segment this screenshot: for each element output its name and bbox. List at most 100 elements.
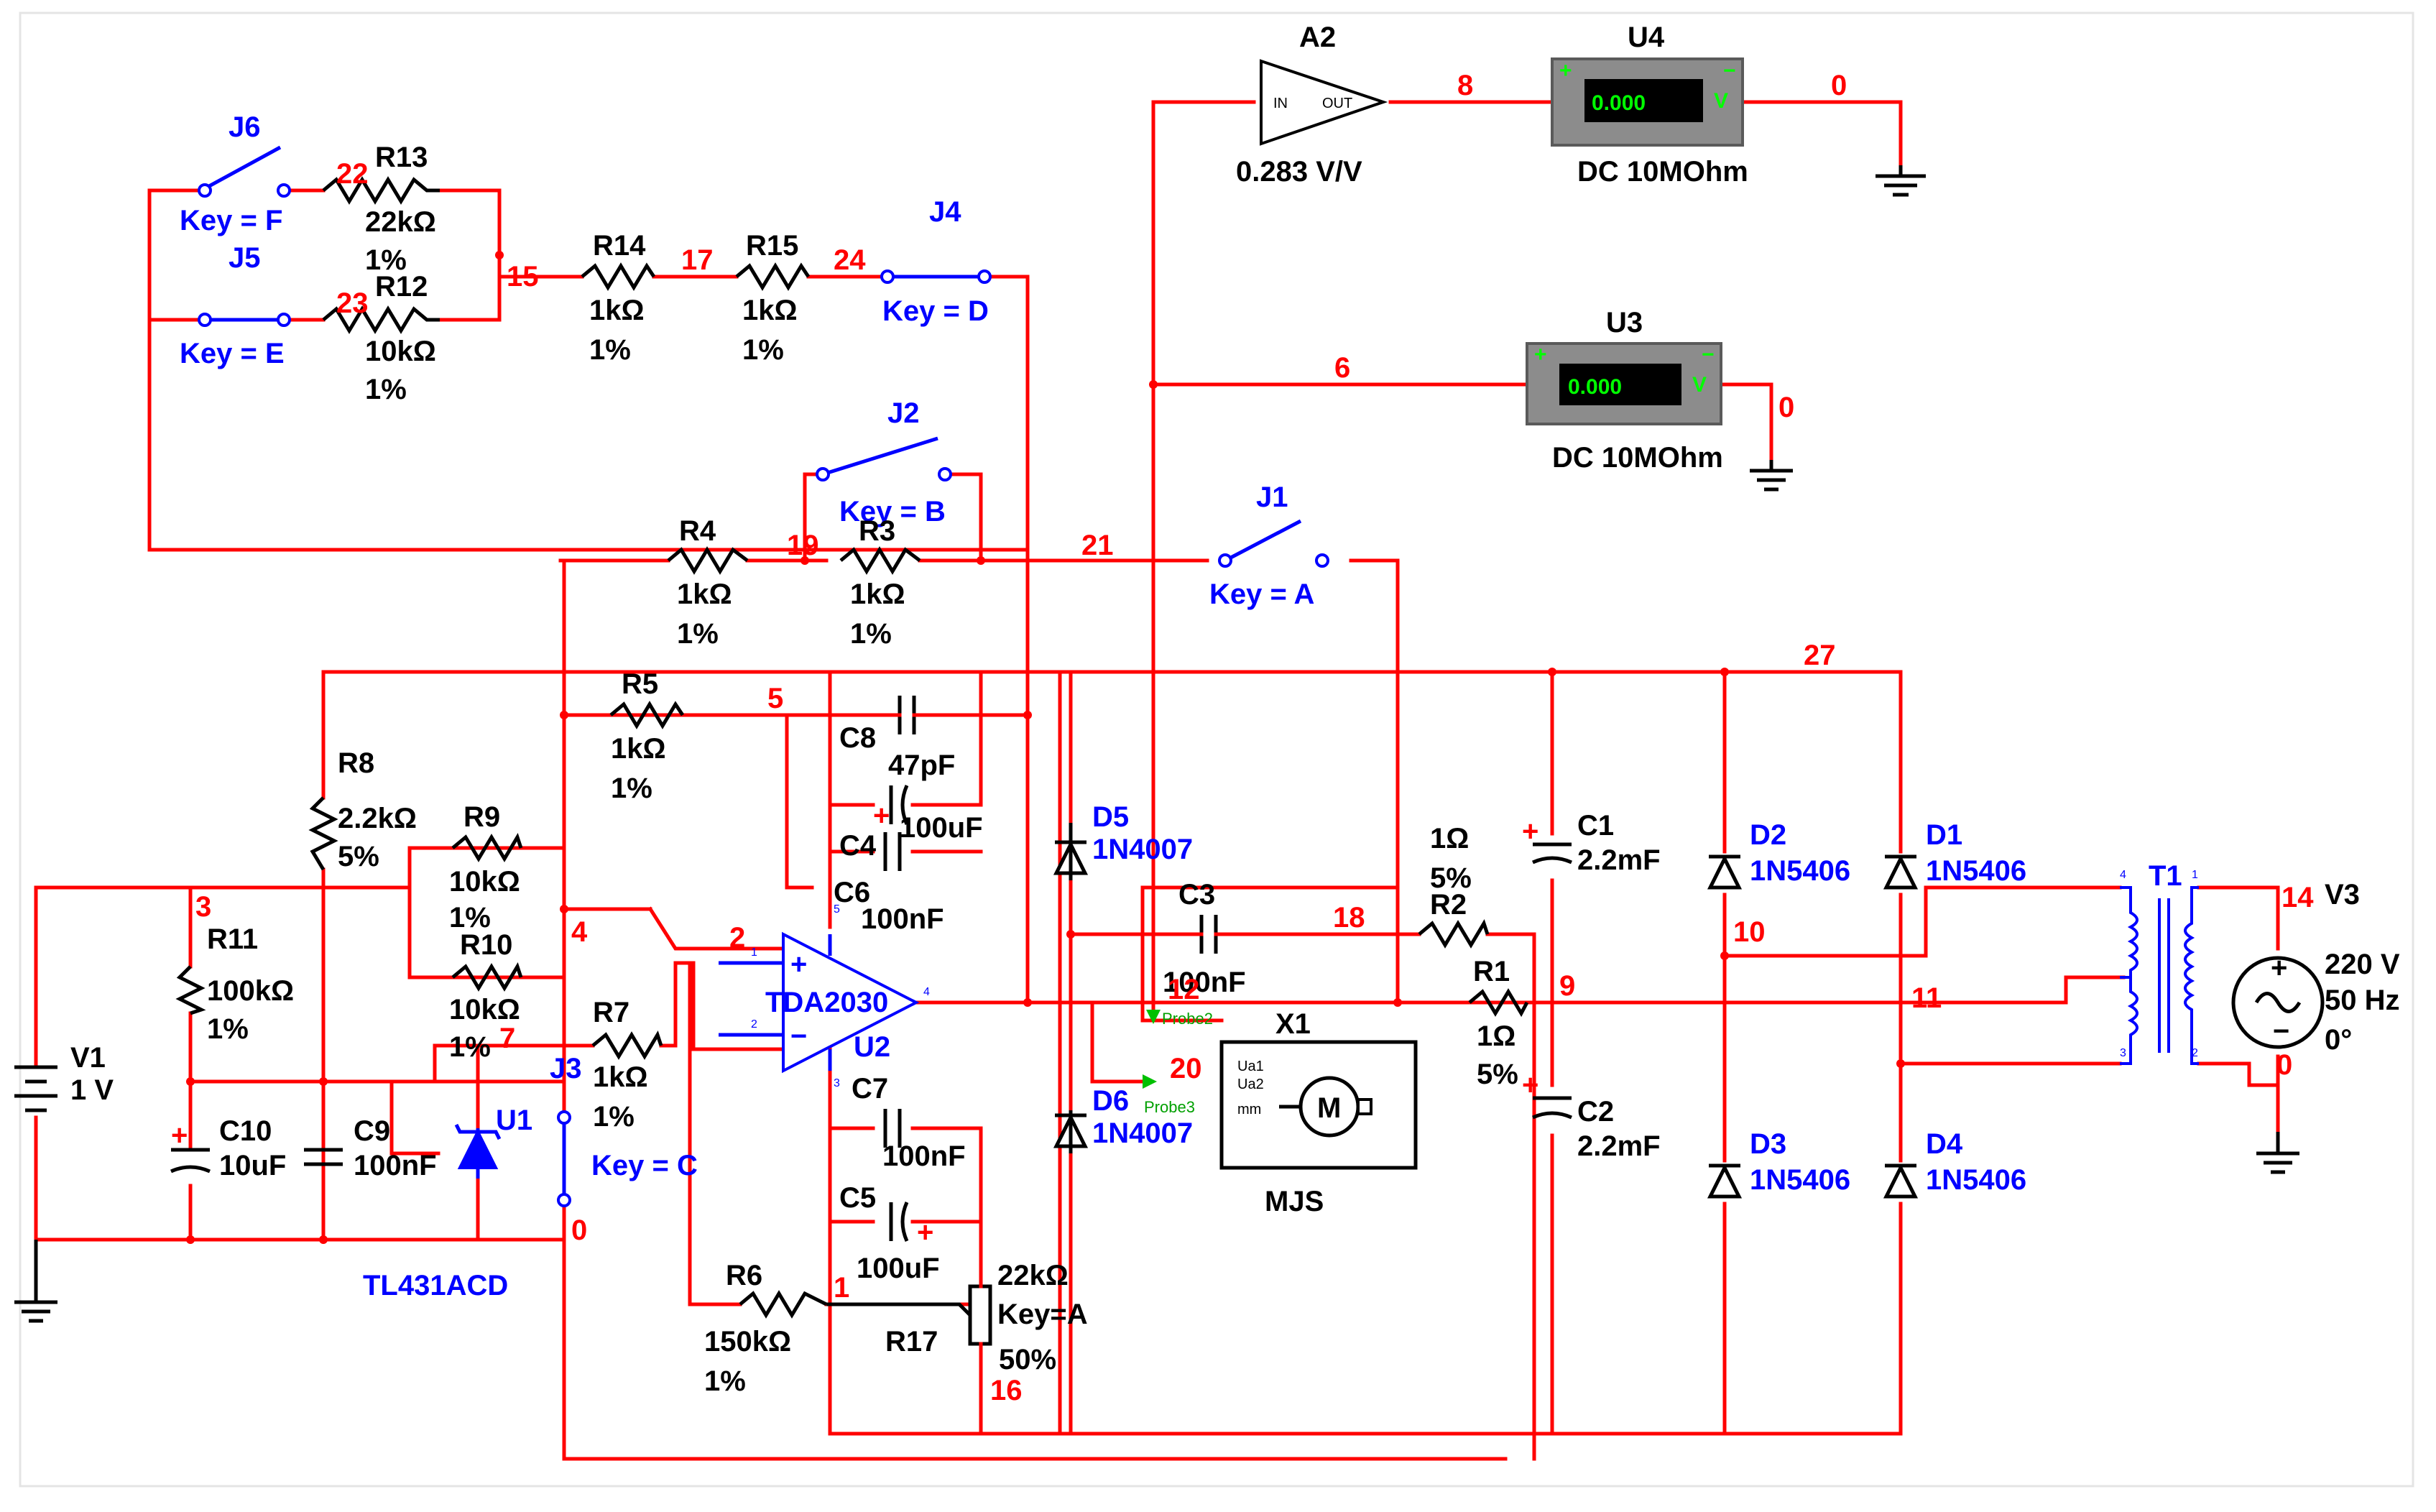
resistor-r10: R10 10kΩ 1% [449, 929, 523, 1063]
svg-text:+: + [917, 1217, 933, 1248]
net-5: 5 [767, 683, 783, 714]
r15-ref: R15 [746, 230, 798, 262]
net-labels: 22 23 15 17 24 19 21 8 0 6 0 27 5 18 9 1… [195, 70, 2314, 1406]
r9-tol: 1% [449, 902, 491, 934]
diode-d4: D4 1N5406 [1883, 1128, 2026, 1199]
c6-ref: C6 [834, 877, 870, 908]
v3-ref: V3 [2325, 879, 2360, 911]
r1-tol: 5% [1477, 1059, 1518, 1090]
r5-tol: 1% [611, 773, 652, 804]
r2-ref: R2 [1430, 889, 1467, 921]
d3-value: 1N5406 [1750, 1164, 1850, 1196]
c3-ref: C3 [1178, 879, 1215, 911]
diode-d3: D3 1N5406 [1707, 1128, 1850, 1199]
c2-value: 2.2mF [1577, 1130, 1661, 1162]
u4-reading: 0.000 [1592, 91, 1646, 115]
diode-d1: D1 1N5406 [1883, 819, 2026, 890]
a2-gain: 0.283 V/V [1236, 156, 1362, 188]
multimeter-u4[interactable]: 0.000 + − V U4 DC 10MOhm [1551, 22, 1748, 188]
u2-pin2: 2 [751, 1018, 757, 1031]
net-4: 4 [571, 916, 588, 948]
resistor-r12: R12 10kΩ 1% [322, 271, 440, 405]
t1-ref: T1 [2149, 860, 2182, 892]
resistor-r9: R9 10kΩ 1% [449, 801, 523, 934]
u3-minus: − [1702, 343, 1715, 367]
r17-key: Key=A [997, 1299, 1088, 1330]
u3-ref: U3 [1606, 307, 1643, 338]
c10-ref: C10 [219, 1115, 272, 1147]
c7-ref: C7 [852, 1073, 888, 1105]
switch-j5[interactable]: J5 Key = E [180, 242, 291, 369]
c1-ref: C1 [1577, 810, 1614, 842]
switch-j3[interactable]: J3 Key = C [550, 1053, 698, 1207]
capacitor-c10: + C10 10uF [170, 1115, 286, 1181]
r7-value: 1kΩ [593, 1061, 648, 1093]
u2-pin5: 5 [834, 903, 840, 916]
switch-j4[interactable]: J4 Key = D [880, 196, 992, 327]
r11-tol: 1% [207, 1013, 249, 1045]
u2-value: TDA2030 [765, 987, 888, 1018]
net-12: 12 [1168, 974, 1200, 1005]
c1-value: 2.2mF [1577, 844, 1661, 876]
u2-pin4: 4 [923, 986, 930, 998]
d1-value: 1N5406 [1926, 855, 2026, 887]
x1-ua1: Ua1 [1237, 1059, 1264, 1074]
u3-plus: + [1534, 343, 1547, 367]
probe-3[interactable]: Probe3 [1143, 1074, 1195, 1116]
a2-in: IN [1273, 96, 1288, 111]
zener-u1: U1 TL431ACD [363, 1105, 532, 1301]
svg-text:+: + [873, 800, 890, 831]
battery-v1: V1 1 V [14, 1042, 114, 1112]
net-24: 24 [834, 244, 866, 276]
d2-value: 1N5406 [1750, 855, 1850, 887]
r3-tol: 1% [850, 618, 892, 650]
amplifier-a2: IN OUT A2 0.283 V/V [1236, 22, 1388, 188]
j4-ref: J4 [929, 196, 961, 228]
switch-j1[interactable]: J1 Key = A [1209, 481, 1329, 610]
r6-tol: 1% [704, 1365, 746, 1397]
r4-tol: 1% [677, 618, 719, 650]
transformer-t1: T1 4 1 3 2 [2120, 860, 2199, 1065]
r6-value: 150kΩ [704, 1326, 791, 1357]
potentiometer-r17[interactable]: R17 22kΩ Key=A 50% [826, 1220, 1088, 1436]
net-7: 7 [499, 1023, 515, 1054]
x1-ref: X1 [1275, 1008, 1311, 1040]
t1-pin2: 2 [2192, 1047, 2198, 1059]
u2-plus: + [790, 949, 807, 980]
resistor-r4: R4 1kΩ 1% [667, 515, 749, 650]
r2-tol: 5% [1430, 862, 1472, 894]
c2-ref: C2 [1577, 1096, 1614, 1128]
r10-tol: 1% [449, 1031, 491, 1063]
r9-value: 10kΩ [449, 866, 520, 898]
r17-value: 22kΩ [997, 1260, 1069, 1291]
net-10: 10 [1733, 916, 1766, 948]
r4-ref: R4 [679, 515, 716, 547]
diode-d5: D5 1N4007 [1053, 801, 1193, 880]
c9-ref: C9 [354, 1115, 390, 1147]
net-19: 19 [787, 530, 819, 561]
multimeter-u3[interactable]: 0.000 + − V U3 DC 10MOhm [1526, 307, 1723, 474]
d4-value: 1N5406 [1926, 1164, 2026, 1196]
diode-d2: D2 1N5406 [1707, 819, 1850, 890]
r7-ref: R7 [593, 997, 629, 1028]
r5-ref: R5 [622, 668, 658, 700]
probe-2[interactable]: Probe2 [1146, 1010, 1213, 1028]
r13-ref: R13 [375, 142, 428, 173]
r14-ref: R14 [593, 230, 646, 262]
r1-value: 1Ω [1477, 1020, 1515, 1052]
d3-ref: D3 [1750, 1128, 1786, 1160]
resistor-r2: R2 1Ω 5% [1418, 823, 1490, 949]
resistor-r15: R15 1kΩ 1% [735, 230, 811, 366]
resistor-r5: R5 1kΩ 1% [609, 668, 685, 804]
u2-pin3: 3 [834, 1077, 840, 1089]
u2-pin1: 1 [751, 946, 757, 959]
j1-key: Key = A [1209, 578, 1314, 610]
switch-j2[interactable]: J2 Key = B [816, 397, 952, 527]
x1-ua2: Ua2 [1237, 1077, 1264, 1092]
r8-tol: 5% [338, 841, 379, 872]
r17-pct: 50% [999, 1344, 1056, 1375]
switch-j6[interactable]: J6 Key = F [180, 111, 291, 236]
resistor-r7: R7 1kΩ 1% [591, 997, 663, 1133]
resistor-r6: R6 150kΩ 1% [704, 1260, 828, 1397]
